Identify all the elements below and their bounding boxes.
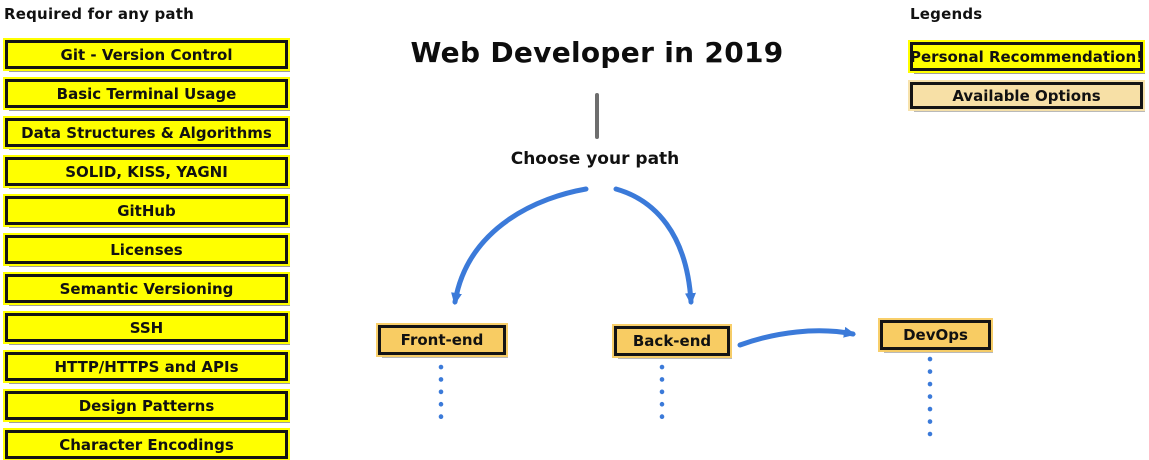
node-front-end[interactable]: Front-end bbox=[378, 325, 506, 355]
required-item-terminal[interactable]: Basic Terminal Usage bbox=[5, 79, 288, 108]
title-stem-line bbox=[595, 93, 599, 139]
legend-heading: Legends bbox=[910, 5, 983, 23]
required-item-ssh[interactable]: SSH bbox=[5, 313, 288, 342]
page-title: Web Developer in 2019 bbox=[410, 36, 784, 69]
legend-personal-recommendation: Personal Recommendation! bbox=[910, 42, 1143, 71]
choose-your-path-label: Choose your path bbox=[510, 149, 680, 169]
required-item-http[interactable]: HTTP/HTTPS and APIs bbox=[5, 352, 288, 381]
arrow-to-back-end bbox=[613, 186, 696, 305]
legend-available-options: Available Options bbox=[910, 82, 1143, 109]
arrow-to-front-end bbox=[451, 186, 589, 305]
node-back-end[interactable]: Back-end bbox=[614, 326, 730, 356]
required-item-char-encodings[interactable]: Character Encodings bbox=[5, 430, 288, 459]
required-item-licenses[interactable]: Licenses bbox=[5, 235, 288, 264]
node-devops[interactable]: DevOps bbox=[880, 320, 991, 350]
required-item-git[interactable]: Git - Version Control bbox=[5, 40, 288, 69]
required-item-solid[interactable]: SOLID, KISS, YAGNI bbox=[5, 157, 288, 186]
required-item-data-structures[interactable]: Data Structures & Algorithms bbox=[5, 118, 288, 147]
required-item-semver[interactable]: Semantic Versioning bbox=[5, 274, 288, 303]
arrow-back-end-to-devops bbox=[737, 326, 856, 348]
required-list: Git - Version Control Basic Terminal Usa… bbox=[5, 40, 288, 460]
required-section-heading: Required for any path bbox=[4, 5, 194, 23]
required-item-github[interactable]: GitHub bbox=[5, 196, 288, 225]
required-item-design-patterns[interactable]: Design Patterns bbox=[5, 391, 288, 420]
